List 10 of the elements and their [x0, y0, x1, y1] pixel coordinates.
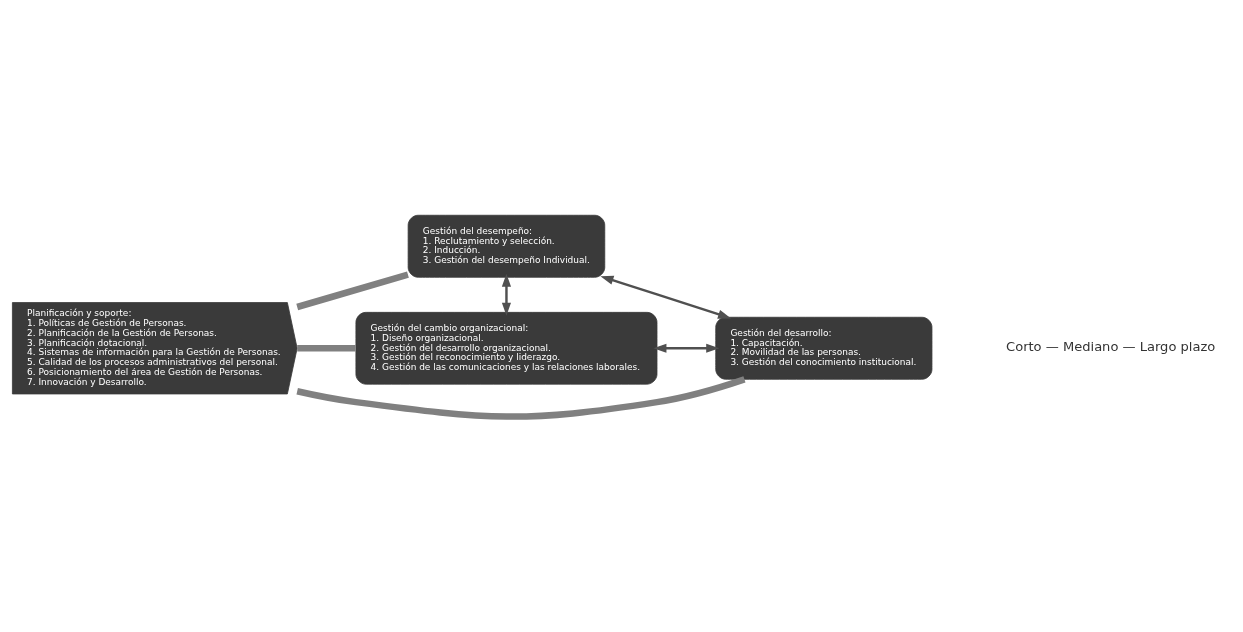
connector — [296, 271, 409, 311]
node-box: Gestión del desempeño: 1. Reclutamiento y selección. 2. Inducción. 3. Gestión del desempeño Individual. — [407, 214, 606, 278]
connector — [296, 376, 746, 420]
node-box: Gestión del cambio organizacional: 1. Diseño organizacional. 2. Gestión del desarrollo organizacional. 3. Gestión del reconocimiento y liderazgo. 4. Gestión de las comunicaciones y las relaciones laborales. — [355, 311, 658, 385]
arrow — [600, 275, 732, 319]
connector — [297, 345, 356, 352]
arrow — [653, 343, 720, 353]
label: Corto — Mediano — Largo plazo — [1006, 339, 1216, 355]
arrow — [501, 273, 512, 316]
node-box: Gestión del desarrollo: 1. Capacitación. 2. Movilidad de las personas. 3. Gestión del conocimiento institucional. — [715, 316, 933, 380]
